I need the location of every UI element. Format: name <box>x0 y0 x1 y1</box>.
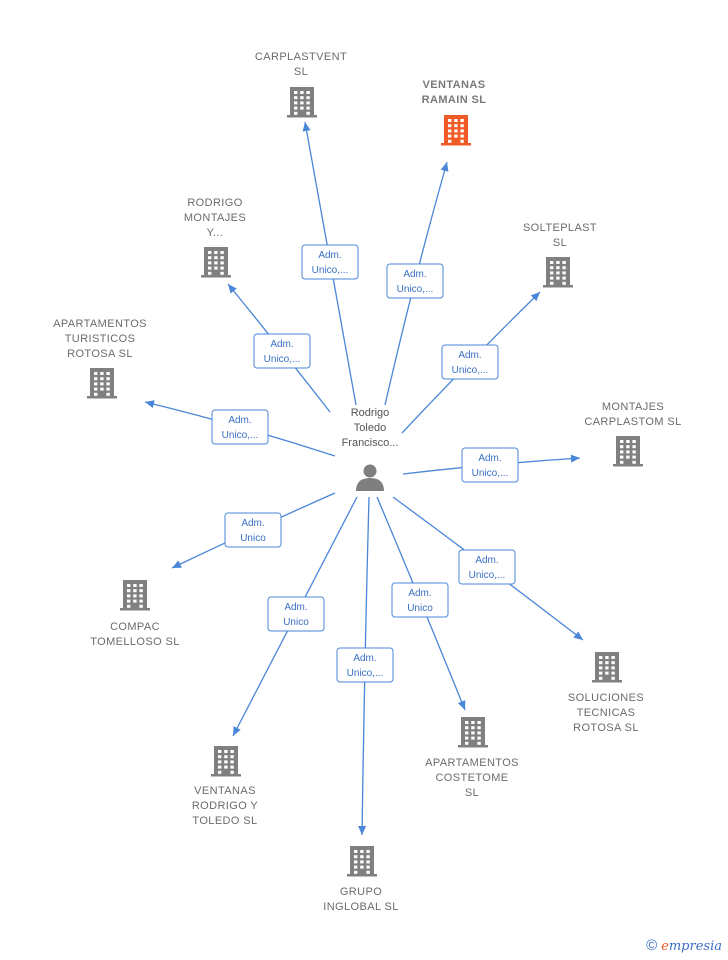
relation-badge-solteplast[interactable]: Adm. Unico,... <box>441 344 499 380</box>
arrow-ventanas-ramain <box>440 162 449 172</box>
copyright-icon: © <box>646 937 658 954</box>
company-name-ventanas-ramain[interactable]: RAMAIN SL <box>422 94 487 106</box>
building-icon[interactable] <box>211 746 241 777</box>
company-name-rodrigo-montajes[interactable]: RODRIGO <box>187 197 242 209</box>
relation-text: Adm. <box>284 602 307 613</box>
building-icon[interactable] <box>201 247 231 278</box>
company-name-apartamentos-costetome[interactable]: COSTETOME <box>435 772 508 784</box>
company-name-apartamentos-turisticos[interactable]: APARTAMENTOS <box>53 318 147 330</box>
relation-text: Unico,... <box>264 354 301 365</box>
company-name-soluciones-tecnicas[interactable]: ROTOSA SL <box>573 722 639 734</box>
relation-badge-apartamentos-turisticos[interactable]: Adm. Unico,... <box>211 409 269 445</box>
company-name-apartamentos-turisticos[interactable]: ROTOSA SL <box>67 348 133 360</box>
company-name-montajes-carplastom[interactable]: MONTAJES <box>602 401 664 413</box>
arrow-grupo-inglobal <box>358 825 367 835</box>
arrow-apartamentos-turisticos <box>145 400 155 409</box>
brand-initial: e <box>661 939 669 954</box>
relation-text: Unico,... <box>397 284 434 295</box>
building-icon[interactable] <box>441 115 471 146</box>
person-name[interactable]: Toledo <box>354 422 386 434</box>
company-name-solteplast[interactable]: SL <box>553 237 567 249</box>
company-name-ventanas-ramain[interactable]: VENTANAS <box>423 79 486 91</box>
building-icon[interactable] <box>613 436 643 467</box>
company-name-apartamentos-costetome[interactable]: SL <box>465 787 479 799</box>
relation-text: Unico <box>240 533 266 544</box>
footer-brand[interactable]: ©empresia <box>646 937 722 954</box>
relation-text: Unico <box>283 617 309 628</box>
company-name-rodrigo-montajes[interactable]: Y... <box>207 227 224 239</box>
arrow-soluciones-tecnicas <box>573 631 583 640</box>
building-icon[interactable] <box>592 652 622 683</box>
arrow-solteplast <box>530 292 540 302</box>
company-name-ventanas-rodrigo[interactable]: RODRIGO Y <box>192 800 259 812</box>
company-name-ventanas-rodrigo[interactable]: TOLEDO SL <box>192 815 257 827</box>
person-name[interactable]: Francisco... <box>342 437 399 449</box>
building-icon[interactable] <box>543 257 573 288</box>
building-icon[interactable] <box>458 717 488 748</box>
relation-badge-compac-tomelloso[interactable]: Adm. Unico <box>224 512 282 548</box>
relation-text: Unico,... <box>222 430 259 441</box>
company-name-soluciones-tecnicas[interactable]: TECNICAS <box>577 707 636 719</box>
building-icon[interactable] <box>287 87 317 118</box>
company-name-apartamentos-turisticos[interactable]: TURISTICOS <box>65 333 136 345</box>
relation-text: Unico,... <box>347 668 384 679</box>
relation-text: Adm. <box>270 339 293 350</box>
arrow-carplastvent <box>302 122 311 132</box>
building-icon[interactable] <box>347 846 377 877</box>
relation-badge-soluciones-tecnicas[interactable]: Adm. Unico,... <box>458 549 516 585</box>
relation-text: Adm. <box>318 250 341 261</box>
relation-text: Unico,... <box>469 570 506 581</box>
arrow-compac-tomelloso <box>172 560 182 568</box>
relation-badge-grupo-inglobal[interactable]: Adm. Unico,... <box>336 647 394 683</box>
relation-badge-ventanas-rodrigo[interactable]: Adm. Unico <box>267 596 325 632</box>
relation-text: Adm. <box>403 269 426 280</box>
company-name-apartamentos-costetome[interactable]: APARTAMENTOS <box>425 757 519 769</box>
company-name-carplastvent[interactable]: CARPLASTVENT <box>255 51 347 63</box>
arrow-rodrigo-montajes <box>228 284 237 294</box>
relation-badge-rodrigo-montajes[interactable]: Adm. Unico,... <box>253 333 311 369</box>
company-name-montajes-carplastom[interactable]: CARPLASTOM SL <box>584 416 681 428</box>
company-name-ventanas-rodrigo[interactable]: VENTANAS <box>194 785 256 797</box>
brand-name: mpresia <box>668 939 722 954</box>
relation-text: Unico,... <box>472 468 509 479</box>
relation-badge-montajes-carplastom[interactable]: Adm. Unico,... <box>461 447 519 483</box>
relation-text: Adm. <box>353 653 376 664</box>
company-name-compac-tomelloso[interactable]: COMPAC <box>110 621 160 633</box>
relation-text: Adm. <box>241 518 264 529</box>
relation-text: Adm. <box>228 415 251 426</box>
company-name-carplastvent[interactable]: SL <box>294 66 308 78</box>
company-name-rodrigo-montajes[interactable]: MONTAJES <box>184 212 246 224</box>
relation-badge-carplastvent[interactable]: Adm. Unico,... <box>301 244 359 280</box>
arrow-ventanas-rodrigo <box>233 726 241 736</box>
relation-text: Adm. <box>478 453 501 464</box>
company-name-grupo-inglobal[interactable]: INGLOBAL SL <box>323 901 399 913</box>
relation-text: Unico,... <box>312 265 349 276</box>
building-icon[interactable] <box>120 580 150 611</box>
relation-text: Unico <box>407 603 433 614</box>
person-icon[interactable] <box>356 464 384 492</box>
relation-text: Adm. <box>458 350 481 361</box>
building-icon[interactable] <box>87 368 117 399</box>
arrow-montajes-carplastom <box>570 454 580 463</box>
person-name[interactable]: Rodrigo <box>351 407 390 419</box>
relation-text: Adm. <box>408 588 431 599</box>
relation-badge-apartamentos-costetome[interactable]: Adm. Unico <box>391 582 449 618</box>
relation-text: Unico,... <box>452 365 489 376</box>
company-name-soluciones-tecnicas[interactable]: SOLUCIONES <box>568 692 644 704</box>
company-name-solteplast[interactable]: SOLTEPLAST <box>523 222 597 234</box>
relation-text: Adm. <box>475 555 498 566</box>
company-name-grupo-inglobal[interactable]: GRUPO <box>340 886 382 898</box>
arrow-apartamentos-costetome <box>457 700 466 710</box>
relation-badge-ventanas-ramain[interactable]: Adm. Unico,... <box>386 263 444 299</box>
company-name-compac-tomelloso[interactable]: TOMELLOSO SL <box>90 636 180 648</box>
